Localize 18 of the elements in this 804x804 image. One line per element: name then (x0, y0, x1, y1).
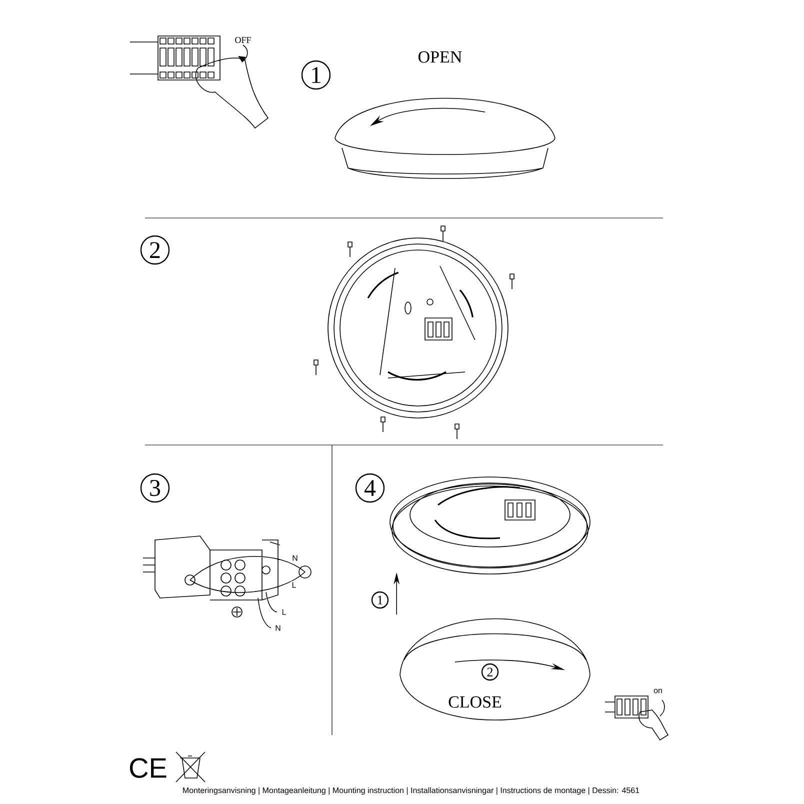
lamp-base-drawing (390, 476, 590, 574)
step-number: 2 (140, 235, 170, 265)
step-number: 1 (301, 60, 331, 90)
footer-text: Monteringsanvisning | Montageanleitung | Mounting instruction | Installationsanvisningar | Instructions de montage | Dessin: 4561 (181, 786, 641, 796)
step-number: 3 (140, 473, 170, 503)
instruction-label: CLOSE (447, 695, 503, 709)
step-number: 4 (355, 473, 385, 503)
switch-label: OFF (234, 36, 252, 44)
wire-label: N (291, 554, 299, 562)
conformity-mark: CE (128, 757, 168, 779)
step-number: 1 (371, 591, 389, 609)
lamp-cover-drawing (400, 618, 590, 720)
wire-label: L (280, 608, 288, 616)
wire-label: L (290, 581, 298, 589)
instruction-label: OPEN (416, 50, 464, 64)
wire-label: N (274, 624, 282, 632)
switch-label: on (652, 688, 664, 694)
step-number: 2 (481, 663, 499, 681)
